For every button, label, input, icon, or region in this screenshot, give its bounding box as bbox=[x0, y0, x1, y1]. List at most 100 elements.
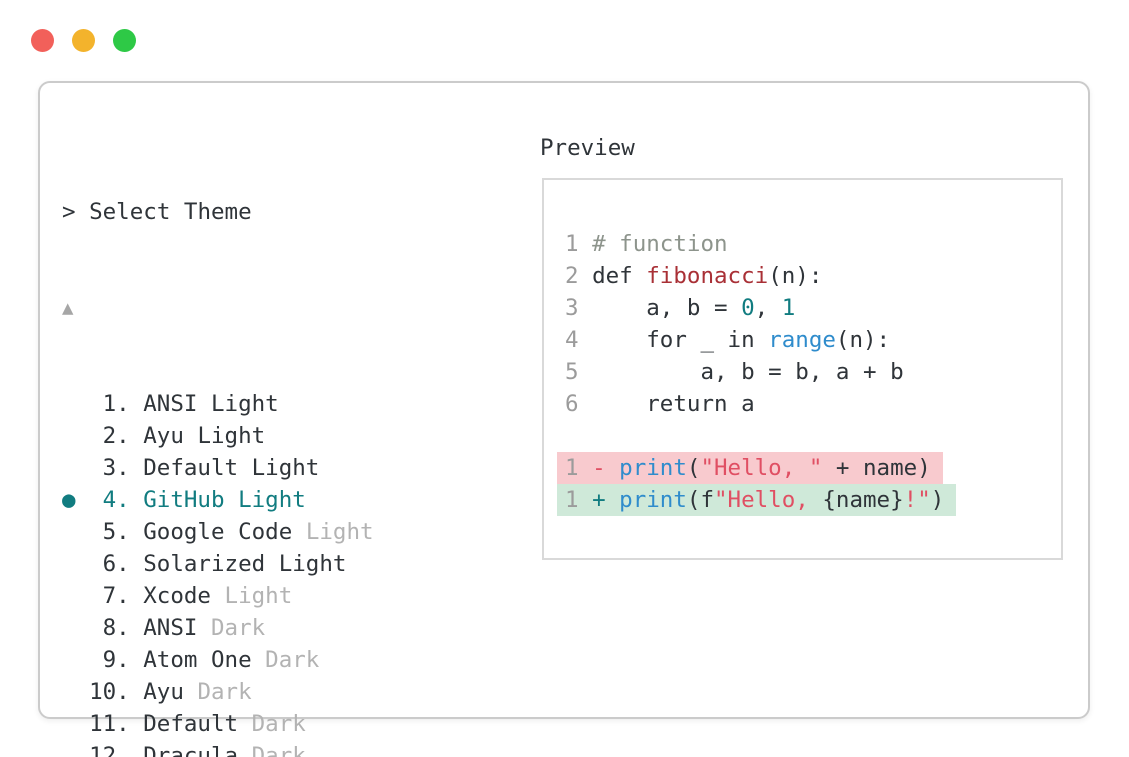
theme-picker: > Select Theme ▲ 1. ANSI Light 2. Ayu Li… bbox=[62, 132, 861, 757]
theme-list-item[interactable]: 1. ANSI Light bbox=[62, 388, 861, 420]
item-name: Ayu bbox=[143, 423, 198, 449]
line-number: 1 bbox=[565, 455, 579, 481]
code-line: 3 a, b = 0, 1 bbox=[565, 292, 956, 324]
theme-picker-window: > Select Theme ▲ 1. ANSI Light 2. Ayu Li… bbox=[38, 81, 1090, 757]
bullet-placeholder bbox=[62, 548, 89, 580]
line-number: 1 bbox=[565, 487, 579, 513]
theme-list-item[interactable]: 10. Ayu Dark bbox=[62, 676, 861, 708]
minimize-button[interactable] bbox=[72, 29, 95, 52]
scroll-up-icon[interactable]: ▲ bbox=[62, 297, 74, 319]
code-token: fibonacci bbox=[646, 263, 769, 289]
diff-highlight: 1 + print(f"Hello, {name}!") bbox=[557, 484, 957, 516]
item-number: 8. bbox=[89, 615, 144, 641]
line-number: 6 bbox=[565, 391, 579, 417]
line-number: 5 bbox=[565, 359, 579, 385]
theme-list-item[interactable]: 7. Xcode Light bbox=[62, 580, 861, 612]
code-token: ( bbox=[686, 455, 701, 481]
code-token: (n): bbox=[768, 263, 823, 289]
item-number: 5. bbox=[89, 519, 144, 545]
line-number: 2 bbox=[565, 263, 579, 289]
item-name: Xcode bbox=[143, 583, 225, 609]
preview-pane: 1 # function 2 def fibonacci(n):3 a, b = … bbox=[542, 178, 1063, 560]
item-number: 12. bbox=[89, 743, 144, 757]
item-variant: Light bbox=[305, 519, 374, 545]
bullet-placeholder bbox=[62, 740, 89, 757]
line-number: 4 bbox=[565, 327, 579, 353]
item-variant: Dark bbox=[265, 647, 320, 673]
theme-list-item[interactable]: 5. Google Code Light bbox=[62, 516, 861, 548]
item-name: GitHub bbox=[143, 487, 239, 513]
code-line: 2 def fibonacci(n): bbox=[565, 260, 956, 292]
bullet-placeholder bbox=[62, 580, 89, 612]
diff-highlight: 1 - print("Hello, " + name) bbox=[557, 452, 943, 484]
item-number: 4. bbox=[89, 487, 144, 513]
code-token: (n): bbox=[835, 327, 891, 353]
item-name: Solarized bbox=[143, 551, 279, 577]
item-variant: Light bbox=[278, 551, 347, 577]
item-name: Google Code bbox=[143, 519, 306, 545]
theme-list-item[interactable]: 8. ANSI Dark bbox=[62, 612, 861, 644]
bullet-placeholder bbox=[62, 452, 89, 484]
bullet-placeholder bbox=[62, 516, 89, 548]
item-variant: Dark bbox=[251, 743, 306, 757]
item-name: Default bbox=[143, 455, 252, 481]
item-variant: Dark bbox=[210, 615, 266, 641]
bullet-placeholder bbox=[62, 644, 89, 676]
theme-list-item[interactable]: 12. Dracula Dark bbox=[62, 740, 861, 757]
code-token: a, b = bbox=[592, 295, 742, 321]
bullet-placeholder bbox=[62, 612, 89, 644]
window-controls bbox=[31, 29, 136, 52]
item-variant: Light bbox=[224, 583, 293, 609]
bullet-placeholder bbox=[62, 388, 89, 420]
code-token: print bbox=[619, 455, 687, 481]
theme-list-item[interactable]: 3. Default Light bbox=[62, 452, 861, 484]
code-token: "Hello, " bbox=[700, 455, 823, 481]
code-token: print bbox=[619, 487, 687, 513]
item-name: Ayu bbox=[143, 679, 198, 705]
theme-list-item[interactable]: 6. Solarized Light bbox=[62, 548, 861, 580]
theme-list: 1. ANSI Light 2. Ayu Light 3. Default Li… bbox=[62, 388, 861, 757]
code-token: {name} bbox=[822, 487, 904, 513]
theme-list-item[interactable]: 11. Default Dark bbox=[62, 708, 861, 740]
code-token: 0 bbox=[741, 295, 755, 321]
theme-list-item[interactable]: 2. Ayu Light bbox=[62, 420, 861, 452]
item-number: 7. bbox=[89, 583, 144, 609]
code-token: ) bbox=[930, 487, 945, 513]
item-number: 6. bbox=[89, 551, 144, 577]
code-token: (f bbox=[686, 487, 714, 513]
bullet-placeholder bbox=[62, 708, 89, 740]
code-line: 4 for _ in range(n): bbox=[565, 324, 956, 356]
code-token: range bbox=[768, 327, 836, 353]
selection-bullet-icon: ● bbox=[62, 487, 90, 513]
code-sample: 1 # function 2 def fibonacci(n):3 a, b = … bbox=[557, 228, 957, 516]
code-token: !" bbox=[903, 487, 931, 513]
blank-line bbox=[565, 420, 956, 452]
line-number: 1 bbox=[565, 231, 579, 257]
item-number: 10. bbox=[89, 679, 144, 705]
code-token: , bbox=[754, 295, 782, 321]
item-name: ANSI bbox=[143, 615, 211, 641]
item-variant: Light bbox=[210, 391, 279, 417]
select-theme-prompt: > Select Theme bbox=[62, 199, 252, 225]
code-token: for _ in bbox=[592, 327, 769, 353]
item-number: 9. bbox=[89, 647, 144, 673]
code-token: + name) bbox=[822, 455, 931, 481]
item-number: 2. bbox=[89, 423, 144, 449]
item-variant: Light bbox=[251, 455, 320, 481]
item-variant: Light bbox=[238, 487, 306, 513]
item-number: 1. bbox=[89, 391, 144, 417]
code-token: return a bbox=[592, 391, 755, 417]
item-number: 11. bbox=[89, 711, 144, 737]
item-name: Default bbox=[143, 711, 252, 737]
code-line: 6 return a bbox=[565, 388, 956, 420]
item-variant: Light bbox=[197, 423, 266, 449]
bullet-placeholder bbox=[62, 420, 89, 452]
theme-list-item[interactable]: ● 4. GitHub Light bbox=[62, 484, 861, 516]
theme-list-item[interactable]: 9. Atom One Dark bbox=[62, 644, 861, 676]
close-button[interactable] bbox=[31, 29, 54, 52]
code-token: # function bbox=[592, 231, 728, 257]
item-variant: Dark bbox=[197, 679, 252, 705]
zoom-button[interactable] bbox=[113, 29, 136, 52]
diff-line-removed: 1 - print("Hello, " + name) bbox=[557, 452, 956, 484]
